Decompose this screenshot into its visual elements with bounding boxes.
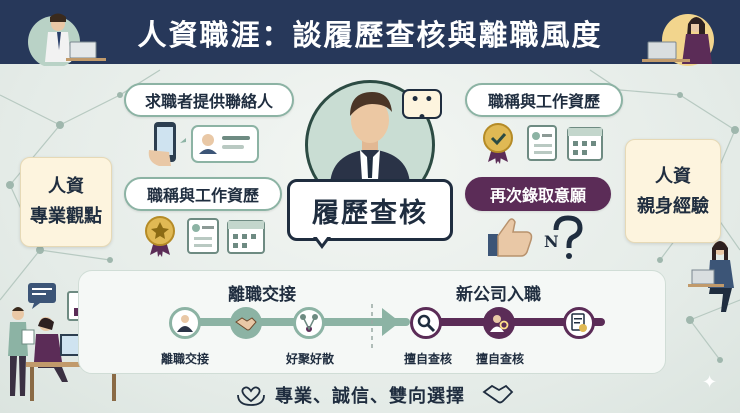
caring-hands-icon: [237, 386, 265, 406]
person-search-icon: [490, 315, 509, 332]
phone-contact-card-icon: [148, 122, 259, 166]
step-node-handshake: [230, 307, 262, 339]
handshake-footer-icon: [482, 384, 514, 404]
step-label-offboarding: 離職交接: [160, 352, 209, 366]
credentials-icons-right: [483, 123, 603, 164]
page-title: 人資職涯：談履歷查核與離職風度: [137, 18, 603, 52]
worker-at-laptop-right-icon: [642, 14, 714, 66]
step-node-person: [169, 307, 201, 339]
magnifier-icon: [417, 314, 436, 333]
handshake-icon: [235, 317, 257, 331]
footer-slogan: 專業、誠信、雙向選擇: [275, 386, 465, 407]
step-label-amicable-parting: 好聚好散: [285, 352, 334, 366]
hr-personal-experience-box: 人資 親身經驗: [625, 139, 721, 243]
pill-title-experience-left: 職稱與工作資歷: [124, 177, 282, 211]
job-candidate-icon: [330, 92, 410, 187]
speech-bubble-ellipsis: • • •: [402, 89, 442, 126]
side-left-line-2: 專業觀點: [30, 206, 102, 227]
step-node-document: [563, 307, 595, 339]
step-node-network: [293, 307, 325, 339]
step-label-unauthorized-check-2: 擅自查核: [475, 352, 524, 366]
title-banner: [0, 0, 740, 64]
pill-references-provided: 求職者提供聯絡人: [124, 83, 294, 117]
credentials-icons-left: [145, 216, 265, 257]
svg-text:N: N: [544, 232, 559, 251]
worker-at-desk-left-icon: [28, 13, 106, 66]
side-right-line-2: 親身經驗: [637, 196, 709, 217]
flow-title-onboarding: 新公司入職: [456, 285, 541, 305]
process-flow-track: [170, 300, 605, 348]
sparkle-icon: ✦: [702, 372, 718, 393]
person-icon: [177, 315, 193, 332]
pill-rehire-willingness: 再次錄取意願: [465, 177, 611, 211]
side-left-line-1: 人資: [48, 176, 84, 197]
document-check-icon: [571, 313, 587, 332]
side-right-line-1: 人資: [655, 166, 691, 187]
pill-title-experience-right: 職稱與工作資歷: [465, 83, 623, 117]
flow-title-offboarding: 離職交接: [228, 285, 296, 305]
hr-professional-view-box: 人資 專業觀點: [20, 157, 112, 247]
network-nodes-icon: [300, 314, 318, 332]
resume-check-sign: 履歷查核: [287, 179, 453, 241]
remote-worker-icon: [688, 241, 734, 312]
thumbs-up-question-icon: N: [488, 215, 583, 259]
sign-tail-inner: [316, 236, 328, 244]
step-node-person-search: [483, 307, 515, 339]
step-node-magnifier: [410, 307, 442, 339]
office-meeting-scene-icon: [8, 283, 123, 401]
step-label-unauthorized-check-1: 擅自查核: [403, 352, 452, 366]
